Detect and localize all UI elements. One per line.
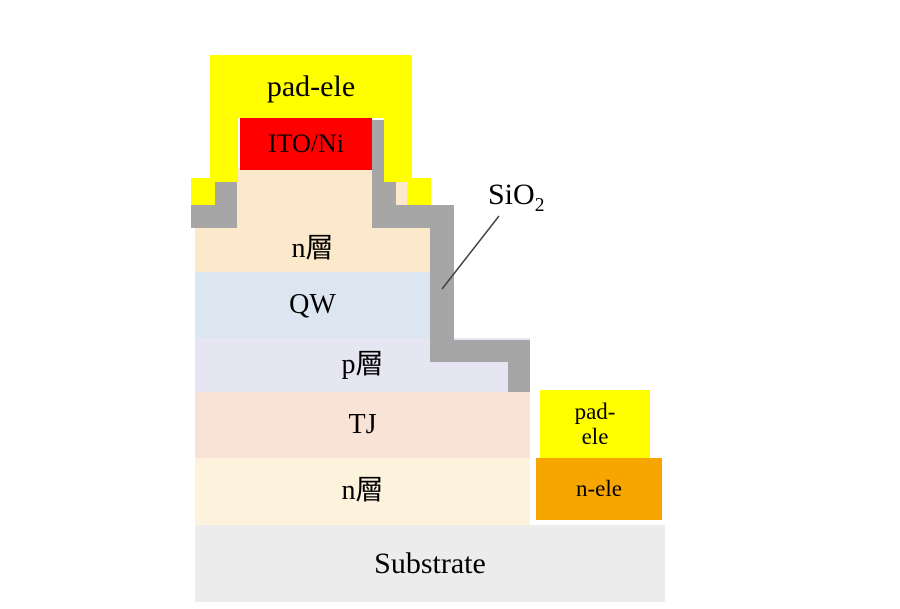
ito-ni-contact: ITO/Ni [240,118,372,170]
ito-ni-label: ITO/Ni [267,128,345,158]
pad-electrode-label: pad-ele [266,70,356,103]
layer-n-bottom: n層 [195,458,530,525]
pad-electrode-right-leg [384,118,412,182]
layer-p-label: p層 [341,348,384,380]
pad-electrode-left-leg [210,118,238,182]
sio2-right-tab [508,340,530,392]
sio2-step-shelf [430,340,530,362]
n-electrode-pad: pad- ele [540,390,650,458]
layer-tj: TJ [195,392,530,458]
layer-qw-label: QW [289,288,336,320]
pad-electrode-top: pad-ele [210,55,412,118]
layer-qw: QW [195,272,430,338]
layer-n-top-label: n層 [291,232,334,264]
layer-substrate: Substrate [195,525,665,602]
layer-substrate-label: Substrate [374,547,486,580]
n-electrode-pad-label: pad- ele [575,399,616,450]
n-electrode-pad-label-line1: pad- [574,398,616,424]
layer-n-bottom-label: n層 [341,475,384,507]
pad-electrode-right-foot [407,178,431,205]
sio2-annotation-text: SiO [488,178,535,211]
pad-electrode-left-foot [191,178,215,205]
layer-tj-label: TJ [348,408,377,440]
n-electrode: n-ele [536,458,662,520]
sio2-mesa-sidewall [430,205,454,362]
sio2-annotation-subscript: 2 [534,195,545,216]
n-electrode-pad-label-line2: ele [581,424,609,449]
n-electrode-label: n-ele [576,476,622,502]
layer-n-top: n層 [195,226,430,272]
sio2-annotation: SiO2 [488,178,544,217]
